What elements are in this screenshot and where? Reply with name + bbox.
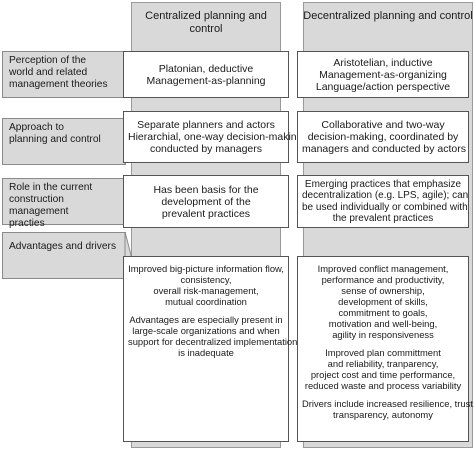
cell-role-decentralized: Emerging practices that emphasize decent… <box>297 175 469 228</box>
row-label-line: management theories <box>9 79 108 90</box>
row-label-approach: Approach to planning and control <box>2 118 126 165</box>
cell-line: Collaborative and two-way <box>321 119 445 131</box>
advantages-paragraph: Advantages are especially present in lar… <box>128 314 298 358</box>
cell-line: development of skills, <box>338 296 428 307</box>
row-label-advantages: Advantages and drivers <box>2 232 126 279</box>
cell-line: agility in responsiveness <box>332 329 434 340</box>
advantages-paragraph: Improved big-picture information flow, c… <box>128 263 284 307</box>
cell-line: is inadequate <box>178 347 234 358</box>
advantages-paragraph: Drivers include increased resilience, tr… <box>302 398 474 420</box>
row-label-line: planning and control <box>9 134 101 145</box>
cell-line: Emerging practices that emphasize <box>304 178 462 190</box>
row-label-role: Role in the current construction managem… <box>2 178 126 229</box>
cell-line: be used individually or combined with <box>302 201 468 213</box>
cell-advantages-centralized: Improved big-picture information flow, c… <box>123 256 298 442</box>
row-label-perception: Perception of the world and related mana… <box>2 51 126 98</box>
row-label-line: Perception of the <box>9 55 87 66</box>
cell-line: Management-as-organizing <box>319 68 447 81</box>
cell-line: Improved plan committment <box>325 347 441 358</box>
row-label-line: world and related <box>9 67 88 78</box>
cell-role-centralized: Has been basis for the development of th… <box>123 175 289 228</box>
cell-line: support for decentralized implementation <box>128 336 298 347</box>
cell-line: decentralization (e.g. LPS, agile); can <box>302 190 469 201</box>
cell-line: reduced waste and process variability <box>304 380 462 391</box>
cell-line: and reliability, tranparency, <box>327 358 439 369</box>
cell-perception-centralized: Platonian, deductive Management-as-plann… <box>123 51 289 98</box>
cell-line: transparency, autonomy <box>333 409 433 420</box>
cell-line: decision-making, coordinated by <box>307 131 459 143</box>
cell-line: Improved big-picture information flow, <box>128 263 284 274</box>
row-label-line: practies <box>9 218 45 229</box>
cell-line: sense of ownership, <box>341 285 425 296</box>
row-label-line: Advantages and drivers <box>9 241 117 252</box>
cell-line: Language/action perspective <box>315 80 451 93</box>
cell-line: Drivers include increased resilience, tr… <box>302 398 474 409</box>
cell-line: development of the <box>161 195 251 208</box>
row-label-line: construction management <box>9 194 69 217</box>
cell-line: consistency, <box>180 274 232 285</box>
cell-line: Hierarchial, one-way decision-making, <box>128 131 306 143</box>
row-label-line: Role in the current <box>9 182 93 193</box>
cell-line: prevalent practices <box>161 207 251 220</box>
cell-line: Separate planners and actors <box>137 119 275 131</box>
cell-line: Management-as-planning <box>146 74 266 87</box>
cell-approach-decentralized: Collaborative and two-way decision-makin… <box>297 111 469 163</box>
cell-line: performance and productivity, <box>321 274 445 285</box>
cell-line: Improved conflict management, <box>317 263 449 274</box>
cell-line: project cost and time performance, <box>310 369 456 380</box>
advantages-paragraph: Improved conflict management, performanc… <box>302 263 464 340</box>
decentralized-header: Decentralized planning and control <box>303 10 473 22</box>
cell-approach-centralized: Separate planners and actors Hierarchial… <box>123 111 306 163</box>
cell-advantages-decentralized: Improved conflict management, performanc… <box>297 256 474 442</box>
cell-line: Has been basis for the <box>153 183 259 196</box>
advantages-paragraph: Improved plan committment and reliabilit… <box>302 347 464 391</box>
row-label-line: Approach to <box>9 122 64 133</box>
centralized-header: Centralized planning and control <box>145 10 267 35</box>
cell-line: large-scale organizations and when <box>132 325 280 336</box>
cell-line: commitment to goals, <box>338 307 428 318</box>
cell-line: managers and conducted by actors <box>302 143 467 155</box>
cell-line: Advantages are especially present in <box>129 314 283 325</box>
cell-line: Aristotelian, inductive <box>333 56 433 69</box>
cell-line: mutual coordination <box>165 296 247 307</box>
cell-perception-decentralized: Aristotelian, inductive Management-as-or… <box>297 51 469 98</box>
cell-line: motivation and well-being, <box>328 318 438 329</box>
cell-line: overall risk-management, <box>153 285 259 296</box>
cell-line: conducted by managers <box>149 143 263 155</box>
cell-line: the prevalent practices <box>332 213 434 224</box>
cell-line: Platonian, deductive <box>158 62 254 75</box>
